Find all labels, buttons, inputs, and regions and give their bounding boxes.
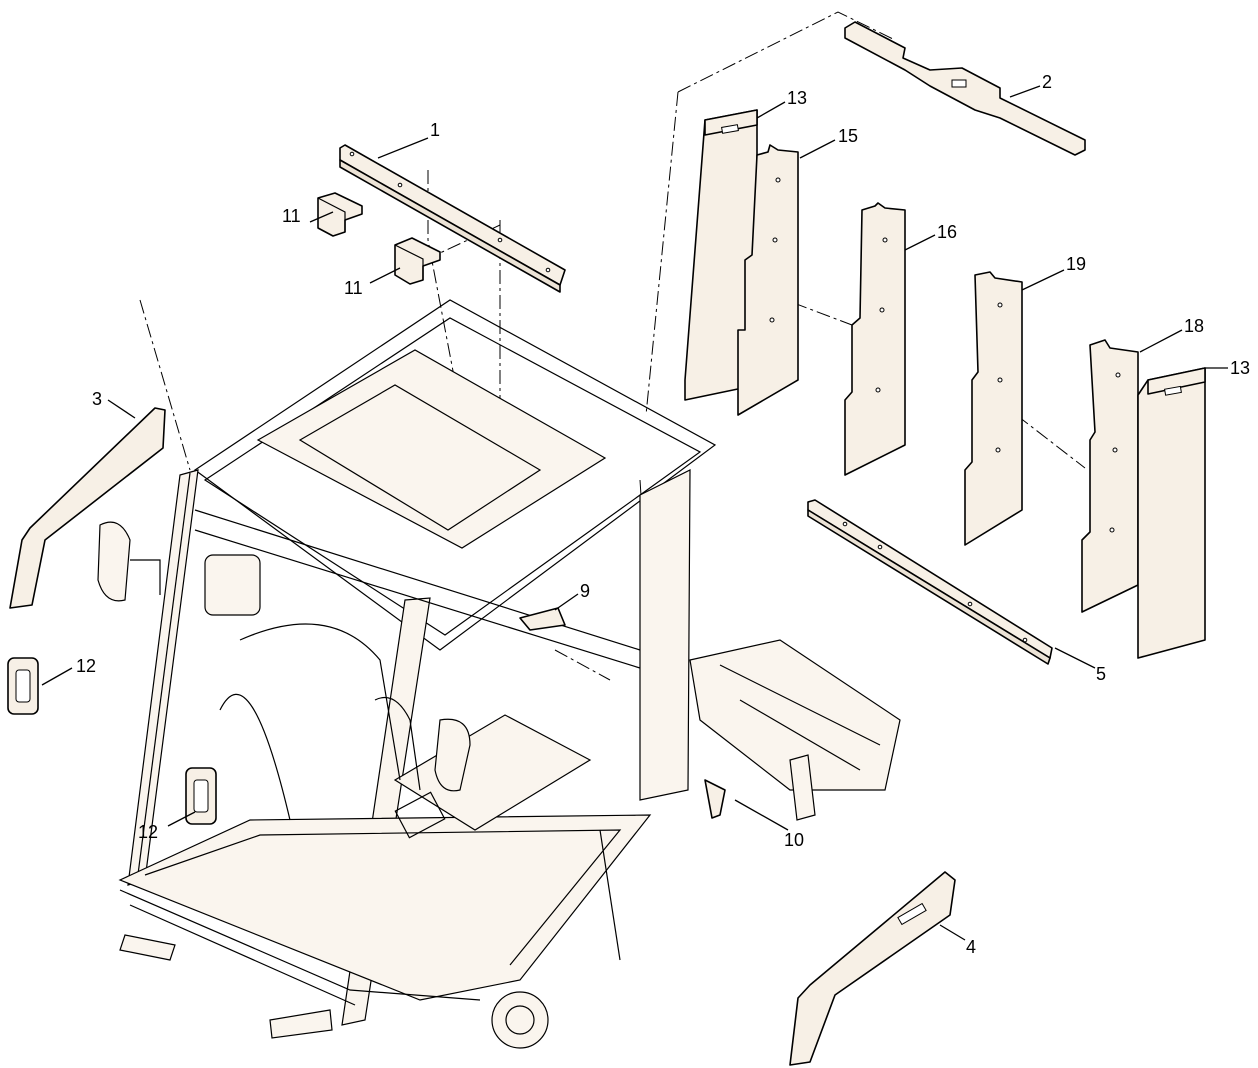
part-12-pad-left [7,657,39,715]
callout-11-lower: 11 [344,278,363,298]
part-12-pad-lower [185,767,217,825]
callout-13-right: 13 [1230,358,1250,378]
callout-12-left: 12 [76,656,96,676]
part-13-panel-right [1137,367,1206,659]
part-19-panel [964,271,1023,546]
part-1-long-bar [339,144,566,293]
callout-19: 19 [1066,254,1086,274]
callout-16: 16 [937,222,957,242]
callout-5: 5 [1096,664,1106,684]
callout-2: 2 [1042,72,1052,92]
part-3-curved-trim [9,407,166,609]
callout-3: 3 [92,389,102,409]
vehicle-frame [97,299,901,1049]
callout-15: 15 [838,126,858,146]
callout-4: 4 [966,937,976,957]
part-18-panel [1081,339,1139,613]
callout-labels: 1 2 3 4 5 9 10 11 11 12 12 13 13 15 16 1… [76,72,1250,957]
callout-12-lower: 12 [138,822,158,842]
part-15-panel [737,144,799,416]
callout-9: 9 [580,581,590,601]
part-2-stepped-strip [844,21,1086,156]
part-5-long-bar [807,499,1053,665]
callout-10: 10 [784,830,804,850]
part-4-curved-trim [789,871,956,1066]
part-11-bracket-lower [394,237,441,285]
part-16-panel [844,202,906,476]
callout-11-upper: 11 [282,206,301,226]
leader-lines [41,85,1228,941]
callout-1: 1 [430,120,440,140]
callout-18: 18 [1184,316,1204,336]
part-13-panel-left [684,109,758,401]
part-10-wedge [704,779,726,819]
callout-13-left: 13 [787,88,807,108]
part-9-wedge [519,607,566,631]
part-11-bracket-upper [317,192,363,237]
